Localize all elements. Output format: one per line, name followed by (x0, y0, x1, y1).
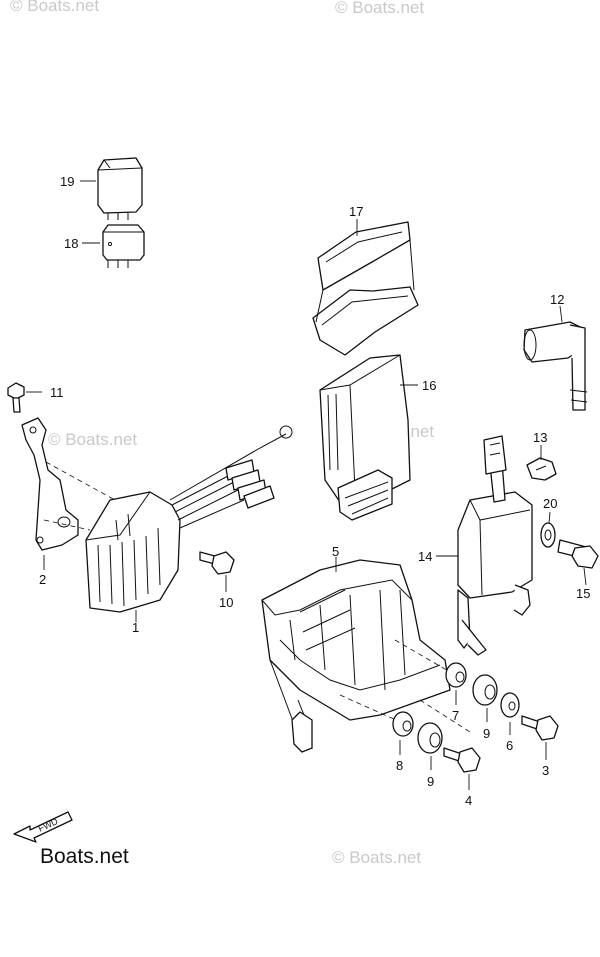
callout-13: 13 (533, 430, 547, 445)
collar-8[interactable] (392, 711, 414, 755)
callout-9-lower: 9 (427, 774, 434, 789)
grommet-9-lower[interactable] (417, 722, 443, 770)
cover-17[interactable] (312, 219, 419, 356)
brand-text: Boats.net (40, 845, 129, 868)
watermark-mid-left: © Boats.net (48, 430, 138, 449)
callout-20: 20 (543, 496, 557, 511)
callout-17: 17 (349, 204, 363, 219)
bolt-4[interactable] (443, 747, 481, 790)
washer-20[interactable] (540, 511, 556, 548)
bolt-10[interactable] (199, 551, 235, 592)
clip-13[interactable] (526, 445, 557, 481)
box-5[interactable] (261, 557, 471, 753)
callout-18: 18 (64, 236, 78, 251)
bolt-3[interactable] (521, 715, 559, 760)
callout-11: 11 (50, 385, 64, 400)
callout-15: 15 (576, 586, 590, 601)
callout-3: 3 (542, 763, 549, 778)
grommet-9-upper[interactable] (472, 674, 498, 722)
plug-cap-12[interactable] (523, 305, 588, 411)
ecu-16[interactable] (319, 354, 418, 521)
relay-19[interactable] (80, 157, 143, 220)
callout-8: 8 (396, 758, 403, 773)
callout-14: 14 (418, 549, 432, 564)
watermark-top-left: © Boats.net (10, 0, 100, 15)
bolt-15[interactable] (557, 539, 599, 586)
callout-4: 4 (465, 793, 472, 808)
fwd-arrow-icon: FWD (13, 811, 73, 843)
ignition-coil-14[interactable] (436, 435, 533, 656)
callout-19: 19 (60, 174, 74, 189)
callout-7: 7 (452, 708, 459, 723)
watermark-top-right: © Boats.net (335, 0, 425, 17)
bracket-2[interactable] (21, 417, 116, 570)
callout-10: 10 (219, 595, 233, 610)
relay-18[interactable] (82, 224, 145, 268)
watermark-bottom-right: © Boats.net (332, 848, 422, 867)
rectifier-1[interactable] (85, 425, 293, 622)
bolt-11[interactable] (7, 382, 42, 413)
callout-16: 16 (422, 378, 436, 393)
washer-6[interactable] (500, 692, 520, 735)
callout-2: 2 (39, 572, 46, 587)
callout-5: 5 (332, 544, 339, 559)
callout-9-upper: 9 (483, 726, 490, 741)
callout-1: 1 (132, 620, 139, 635)
callout-6: 6 (506, 738, 513, 753)
collar-7[interactable] (445, 662, 467, 705)
callout-12: 12 (550, 292, 564, 307)
